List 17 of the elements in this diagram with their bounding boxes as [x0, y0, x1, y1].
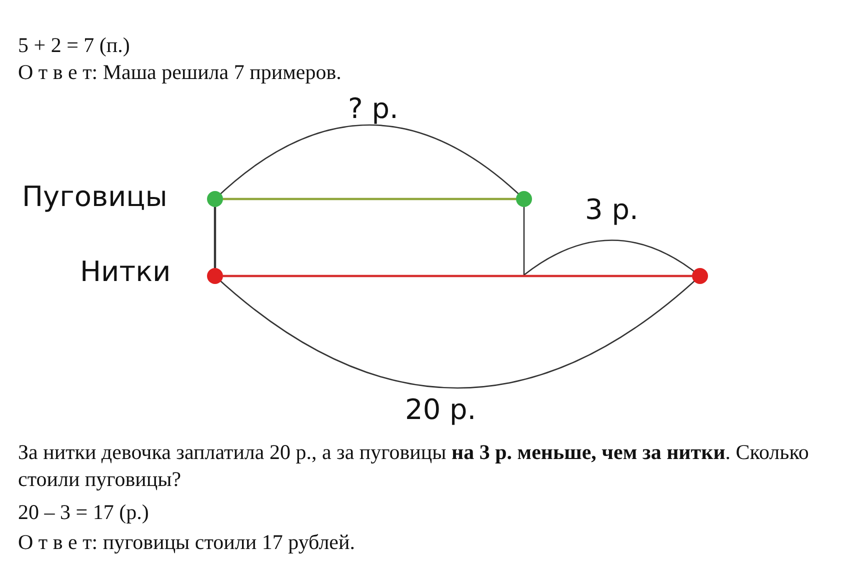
segment-line	[223, 274, 692, 278]
endpoint-dot	[207, 191, 223, 207]
quantity-label: 3 р.	[585, 193, 638, 226]
row-label: Пуговицы	[22, 180, 168, 213]
quantity-label: ? р.	[348, 92, 398, 125]
segment-line	[214, 207, 216, 268]
endpoint-dot	[516, 191, 532, 207]
segment-line	[223, 198, 516, 200]
endpoint-dot	[207, 268, 223, 284]
equation: 5 + 2 = 7 (п.)	[18, 33, 130, 58]
answer-text: О т в е т: Маша решила 7 примеров.	[18, 60, 342, 85]
quantity-label: 20 р.	[405, 393, 476, 426]
endpoint-dot	[692, 268, 708, 284]
answer-text: О т в е т: пуговицы стоили 17 рублей.	[18, 530, 355, 555]
equation: 20 – 3 = 17 (р.)	[18, 500, 149, 525]
row-label: Нитки	[80, 255, 171, 288]
problem-text: За нитки девочка заплатила 20 р., а за пуговицы на 3 р. меньше, чем за нитки. Сколько стоили пуговицы?	[18, 439, 810, 493]
